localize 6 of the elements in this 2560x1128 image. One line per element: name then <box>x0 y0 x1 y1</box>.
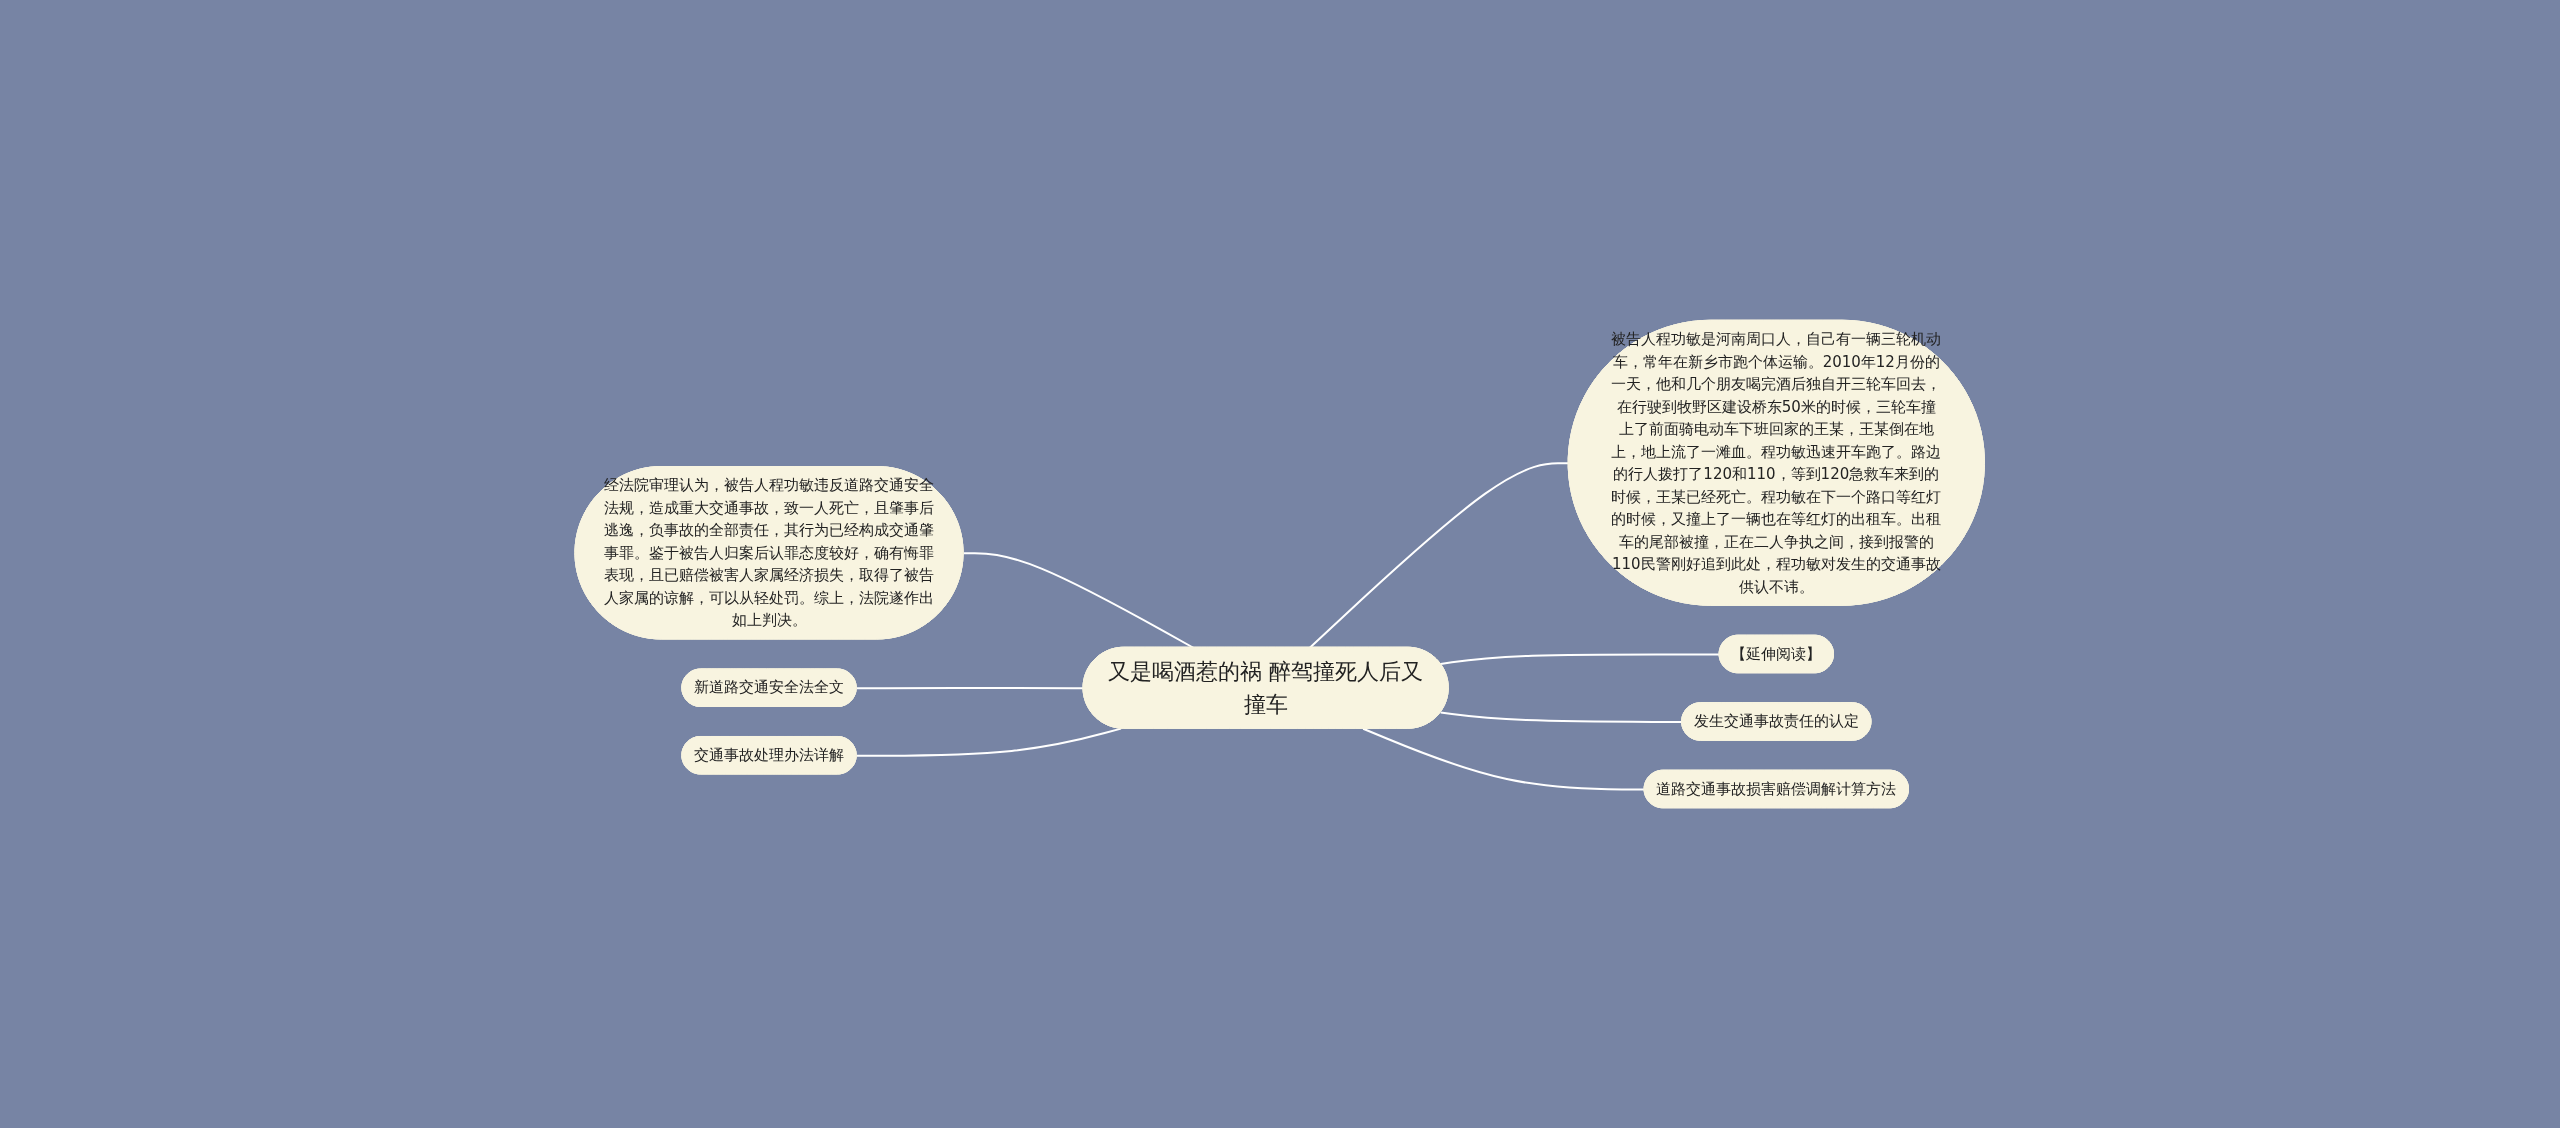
connector <box>856 686 1085 690</box>
connector <box>856 727 1123 757</box>
connector <box>1362 727 1646 791</box>
connector <box>962 552 1195 649</box>
connector <box>1440 653 1721 665</box>
connector <box>1440 711 1684 723</box>
